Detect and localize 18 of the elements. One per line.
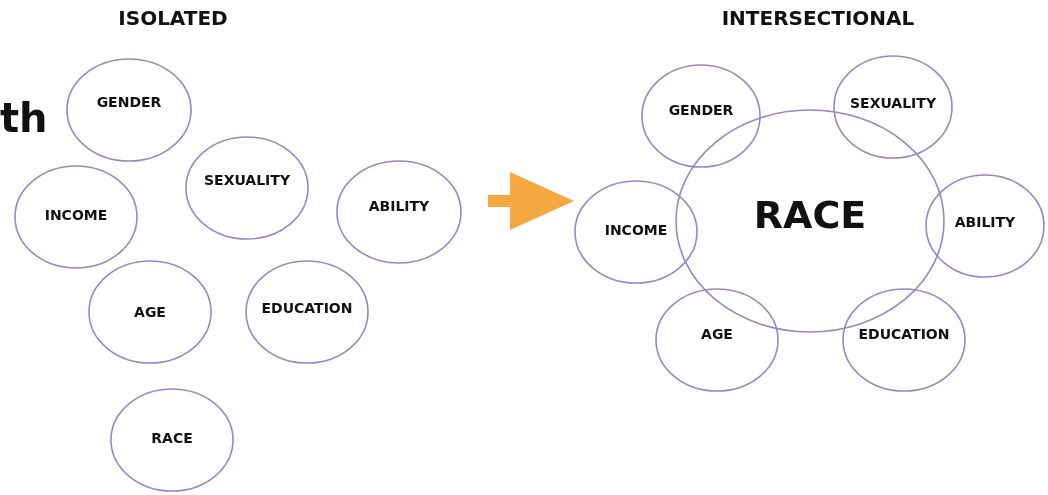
circle-label: INCOME xyxy=(43,208,109,222)
circle-label: SEXUALITY xyxy=(203,173,291,187)
circle-label: GENDER xyxy=(95,95,163,109)
circle-label: INCOME xyxy=(603,223,669,237)
cut-off-text: th xyxy=(0,98,48,138)
circle-label: ABILITY xyxy=(953,215,1017,229)
circle-label: ABILITY xyxy=(367,199,431,213)
circle-label: EDUCATION xyxy=(857,327,951,341)
circle-label: EDUCATION xyxy=(260,301,354,315)
heading: INTERSECTIONAL xyxy=(720,8,916,28)
circle-label: AGE xyxy=(700,327,734,341)
circle-label: SEXUALITY xyxy=(849,96,937,110)
heading: ISOLATED xyxy=(117,8,229,28)
block-arrow xyxy=(488,172,574,230)
circle-label: RACE xyxy=(150,431,194,445)
circle-label: GENDER xyxy=(667,103,735,117)
circle-label: AGE xyxy=(133,305,167,319)
circle-label: RACE xyxy=(752,196,868,234)
